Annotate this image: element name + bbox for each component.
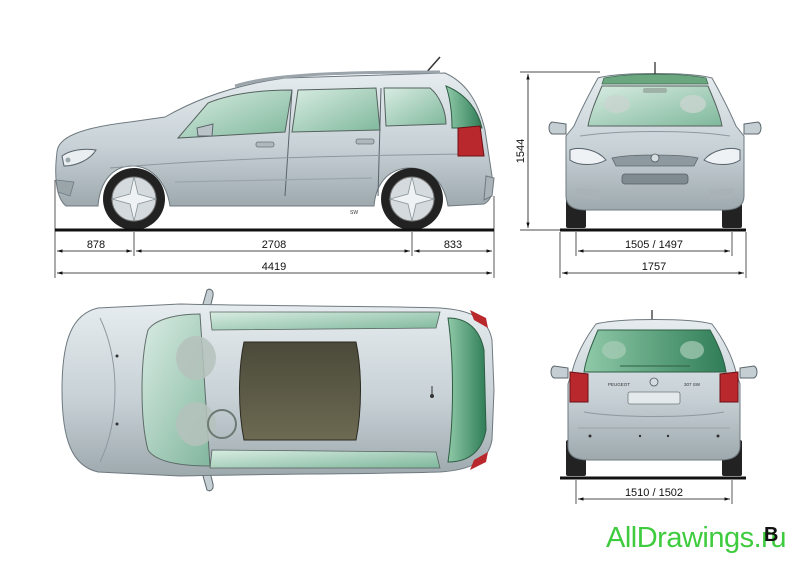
side-badge: SW bbox=[350, 210, 358, 216]
rear-dimensions: 1510 / 1502 bbox=[575, 480, 733, 504]
height-label: 1544 bbox=[515, 139, 527, 163]
wheelbase-label: 2708 bbox=[262, 239, 286, 251]
rear-model-badge: 307 SW bbox=[684, 382, 701, 387]
watermark-mark: B bbox=[764, 524, 779, 546]
rear-track-label: 1510 / 1502 bbox=[625, 487, 683, 499]
top-view bbox=[61, 288, 495, 492]
rear-brand-badge: PEUGEOT bbox=[608, 382, 630, 387]
front-track-label: 1505 / 1497 bbox=[625, 239, 683, 251]
front-view bbox=[548, 62, 762, 232]
watermark-text: AllDrawings.ru bbox=[606, 522, 786, 554]
side-dimensions: 878 2708 833 4419 bbox=[54, 180, 495, 278]
rear-wheel bbox=[381, 168, 443, 230]
rear-overhang-label: 833 bbox=[444, 239, 462, 251]
rear-view: PEUGEOT 307 SW bbox=[550, 310, 758, 480]
side-view: SW bbox=[55, 56, 495, 232]
front-wheel bbox=[103, 168, 165, 230]
front-dimensions: 1544 1505 / 1497 1757 bbox=[515, 71, 747, 278]
front-overhang-label: 878 bbox=[87, 239, 105, 251]
width-label: 1757 bbox=[642, 261, 666, 273]
overall-length-label: 4419 bbox=[262, 261, 286, 273]
